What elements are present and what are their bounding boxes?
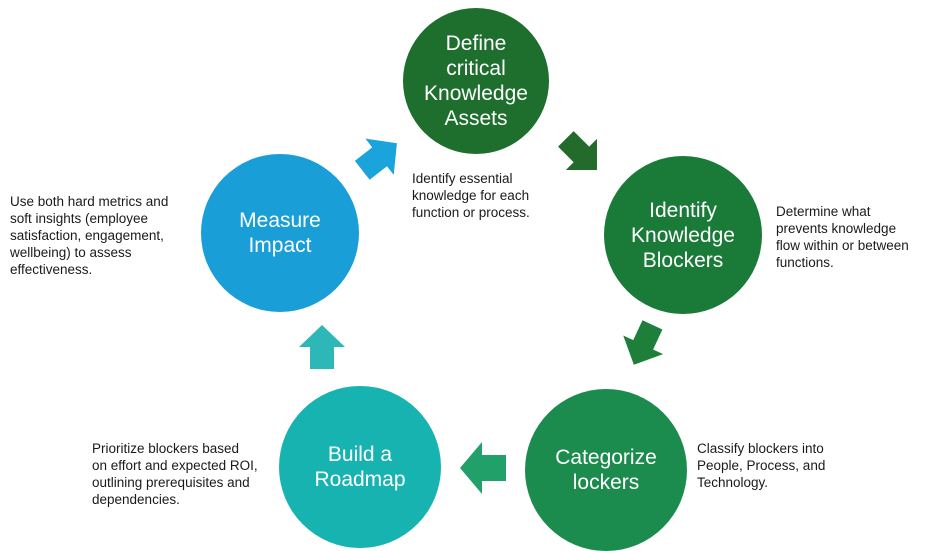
node-build-roadmap: Build a Roadmap bbox=[279, 386, 441, 548]
node-label: Identify Knowledge Blockers bbox=[631, 198, 735, 272]
node-label: Define critical Knowledge Assets bbox=[424, 32, 528, 130]
description-measure: Use both hard metrics and soft insights … bbox=[10, 194, 169, 277]
node-measure-impact: Measure Impact bbox=[201, 154, 359, 312]
arrow-identify-to-categorize-icon bbox=[623, 320, 664, 365]
description-categorize: Classify blockers into People, Process, … bbox=[697, 441, 826, 490]
node-categorize-lockers: Categorize lockers bbox=[525, 389, 687, 551]
description-identify: Determine what prevents knowledge flow w… bbox=[776, 204, 909, 270]
description-build: Prioritize blockers based on effort and … bbox=[92, 441, 258, 507]
node-label: Build a Roadmap bbox=[314, 443, 406, 491]
node-label: Categorize lockers bbox=[555, 446, 657, 494]
arrow-measure-to-define-icon bbox=[354, 138, 397, 180]
node-label: Measure Impact bbox=[239, 209, 321, 257]
arrow-categorize-to-build-icon bbox=[460, 442, 506, 494]
node-define-knowledge-assets: Define critical Knowledge Assets bbox=[403, 8, 549, 154]
node-identify-blockers: Identify Knowledge Blockers bbox=[604, 156, 762, 314]
arrow-build-to-measure-icon bbox=[299, 325, 345, 369]
description-define: Identify essential knowledge for each fu… bbox=[412, 171, 530, 220]
arrow-define-to-identify-icon bbox=[558, 131, 597, 170]
